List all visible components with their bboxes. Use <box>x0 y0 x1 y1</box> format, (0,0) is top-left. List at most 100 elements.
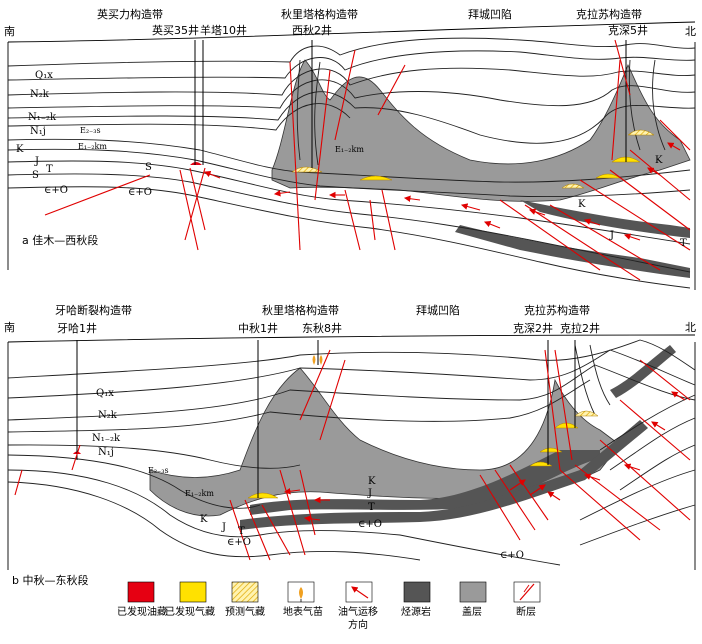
section-b-zone-kelasu: 克拉苏构造带 <box>524 303 590 317</box>
section-a-strata-label-n12k: N₁₋₂k <box>28 112 57 123</box>
legend-label-predicted-gas: 预测气藏 <box>225 605 265 618</box>
section-b-well-label-zhongqiu1: 中秋1井 <box>238 321 278 335</box>
section-b-strata-label-j-center: J <box>367 488 372 499</box>
legend-label-migration: 油气运移方向 <box>338 605 378 631</box>
section-a-strata-label-e23s: E₂₋₃s <box>80 126 101 135</box>
section-a-strata-label-j-right: J <box>609 230 614 241</box>
section-b-strata-label-k: K <box>200 514 208 525</box>
section-a-zone-baicheng: 拜城凹陷 <box>468 7 512 21</box>
legend-item-gas-seep: 地表气苗 <box>283 581 323 618</box>
section-b-gas-pool-3 <box>539 447 563 453</box>
section-b-strata-label-n2k: N₂k <box>98 410 118 421</box>
section-a-predicted-gas-2 <box>561 183 585 189</box>
section-b-caption: b 中秋—东秋段 <box>12 573 88 587</box>
section-b-well-label-kela2: 克拉2井 <box>560 321 600 335</box>
section-b-zone-baicheng: 拜城凹陷 <box>416 303 460 317</box>
section-a-surface-line <box>7 21 696 43</box>
legend-item-gas: 已发现气藏 <box>165 581 215 618</box>
gas-seep-icon <box>299 587 303 599</box>
legend-label-oil: 已发现油藏 <box>117 605 167 618</box>
section-a-migration-arrows <box>203 142 681 241</box>
section-a-strata-label-s-2: S <box>145 162 152 173</box>
section-b-strata-label-n12k: N₁₋₂k <box>92 433 121 444</box>
section-b-gas-pool-1 <box>247 492 279 499</box>
section-b-gas-pool-2 <box>529 461 553 467</box>
legend-swatch-predicted-gas <box>231 581 259 603</box>
section-b-faults <box>14 349 691 561</box>
section-a-south-label: 南 <box>4 25 15 38</box>
legend-item-fault: 断层 <box>513 581 541 618</box>
section-a-well-label-keshen5: 克深5井 <box>608 23 648 37</box>
section-a-strata-label-n1j: N₁j <box>30 126 46 137</box>
section-b-gas-seep-icon <box>312 355 323 365</box>
section-b-well-label-dongqiu8: 东秋8井 <box>302 321 342 335</box>
section-a-strata-label-q1x: Q₁x <box>35 70 53 81</box>
section-b-strata-label-cam-o-right: ∈+O <box>500 550 524 561</box>
legend-label-caprock: 盖层 <box>462 605 482 618</box>
section-a-faults <box>44 39 691 281</box>
section-b-zone-yaha: 牙哈断裂构造带 <box>55 303 132 317</box>
section-b-strata-label-t-center: T <box>368 502 375 513</box>
section-a-caption: a 佳木—西秋段 <box>22 233 98 247</box>
legend-label-fault: 断层 <box>516 605 536 618</box>
section-a: 南 北 英买力构造带 秋里塔格构造带 拜城凹陷 克拉苏构造带 英买35井 羊塔1… <box>4 7 696 290</box>
migration-arrow-icon <box>351 586 369 599</box>
section-a-strata-label-n2k: N₂k <box>30 89 50 100</box>
section-b-strata-label-k-center: K <box>368 476 376 487</box>
section-b-migration-arrows <box>283 391 686 522</box>
section-a-zone-kelasu: 克拉苏构造带 <box>576 7 642 21</box>
section-b-source-band-3 <box>610 345 676 398</box>
legend-item-source-rock: 烃源岩 <box>401 581 431 618</box>
legend-label-source-rock: 烃源岩 <box>401 605 431 618</box>
legend-item-migration: 油气运移方向 <box>338 581 378 631</box>
section-b-zone-qiulitage: 秋里塔格构造带 <box>262 303 339 317</box>
section-b-south-label: 南 <box>4 321 15 334</box>
section-a-strata-label-t: T <box>46 164 53 175</box>
section-b-north-label: 北 <box>685 321 696 334</box>
section-a-strata-label-cam-o-2: ∈+O <box>128 187 152 198</box>
section-a-well-label-yangta10: 羊塔10井 <box>200 23 247 37</box>
section-b-strata-label-j: J <box>221 522 226 533</box>
section-b-well-label-yaha1: 牙哈1井 <box>57 321 97 335</box>
legend-label-gas: 已发现气藏 <box>165 605 215 618</box>
legend-swatch-caprock <box>459 581 487 603</box>
fault-icon <box>519 583 535 601</box>
section-b-strata-lines <box>7 339 696 566</box>
section-b-strata-label-e12km: E₁₋₂km <box>185 489 214 498</box>
section-a-zone-qiulitage: 秋里塔格构造带 <box>281 7 358 21</box>
legend-item-oil: 已发现油藏 <box>117 581 167 618</box>
section-a-oil-pool <box>190 162 202 165</box>
legend-swatch-source-rock <box>403 581 431 603</box>
section-a-strata-label-e12km: E₁₋₂km <box>78 142 107 151</box>
section-a-strata-label-k-lower: K <box>578 199 586 210</box>
section-b-strata-label-t: T <box>238 526 245 537</box>
section-a-source-band-1 <box>455 225 690 278</box>
section-b: 南 北 牙哈断裂构造带 秋里塔格构造带 拜城凹陷 克拉苏构造带 牙哈1井 中秋1… <box>4 303 696 587</box>
section-a-caprock <box>271 59 691 202</box>
section-b-strata-label-n1j: N₁j <box>98 447 114 458</box>
section-a-gas-pool-1 <box>359 175 393 181</box>
section-a-zone-yingmaili: 英买力构造带 <box>97 7 163 21</box>
legend-swatch-gas <box>179 581 207 603</box>
legend-item-caprock: 盖层 <box>459 581 487 618</box>
legend-swatch-oil <box>127 581 155 603</box>
section-a-source-band-2 <box>520 200 690 238</box>
section-a-strata-label-k-right: K <box>655 155 663 166</box>
section-a-well-label-yingmai35: 英买35井 <box>152 23 199 37</box>
legend: 已发现油藏 已发现气藏 预测气藏 地表气苗 油气运移方向 烃源岩 盖层 <box>117 581 541 631</box>
section-b-source-band-1 <box>250 450 600 515</box>
section-b-strata-label-cam-o: ∈+O <box>227 537 251 548</box>
legend-item-predicted-gas: 预测气藏 <box>225 581 265 618</box>
section-a-strata-label-e12km-center: E₁₋₂km <box>335 145 364 154</box>
section-b-well-label-keshen2: 克深2井 <box>513 321 553 335</box>
section-a-north-label: 北 <box>685 25 696 38</box>
section-a-predicted-gas-3 <box>627 129 655 136</box>
legend-label-gas-seep: 地表气苗 <box>283 605 323 618</box>
section-b-strata-label-q1x: Q₁x <box>96 388 114 399</box>
section-b-strata-label-e23s: E₂₋₃s <box>148 466 169 475</box>
section-a-strata-label-cam-o: ∈+O <box>44 185 68 196</box>
section-a-strata-label-k: K <box>16 144 24 155</box>
section-a-predicted-gas-1 <box>291 166 323 173</box>
section-a-strata-label-t-right: T <box>680 238 687 249</box>
